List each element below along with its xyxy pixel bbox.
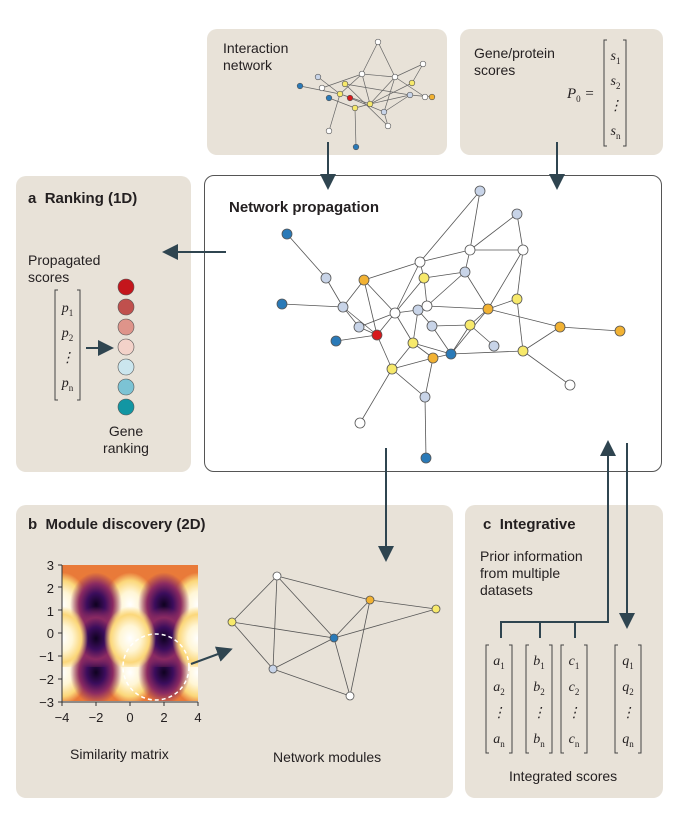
integrative-panel [465, 505, 663, 798]
vector-entry: a1 [493, 654, 505, 671]
vector-entry: ⋮ [532, 706, 546, 721]
ranking-title: a Ranking (1D) [28, 190, 138, 207]
heatmap-ytick-label: 0 [46, 626, 54, 642]
propagation-network-edges [281, 190, 621, 459]
vector-entry: an [493, 732, 505, 749]
gene-rank-circle [117, 298, 135, 316]
vector-brackets [54, 39, 642, 754]
interaction-network-graph [299, 41, 433, 148]
network-propagation-title: Network propagation [229, 199, 380, 216]
gene-rank-circle [117, 338, 135, 356]
vector-entry: cn [568, 732, 580, 749]
vector-entry: ⋮ [608, 99, 623, 114]
vector-entry: c2 [568, 680, 580, 697]
heatmap-ytick-label: −3 [39, 694, 54, 710]
vector-entry: ⋮ [492, 706, 506, 721]
heatmap-xtick-label: −4 [54, 710, 70, 725]
heatmap-xtick-label: 4 [194, 710, 202, 725]
heatmap-xtick-label: −2 [88, 710, 104, 725]
similarity-heatmap [62, 565, 198, 701]
heatmap-ytick-label: −1 [39, 649, 54, 665]
vector-entry: qn [622, 732, 634, 749]
vector-entry: sn [610, 124, 621, 141]
heatmap-ytick-label: 2 [46, 580, 54, 596]
heatmap-ytick-label: 3 [46, 558, 54, 573]
network-modules-label: Network modules [273, 749, 382, 765]
heatmap-axes [58, 564, 199, 706]
vector-entry: pn [61, 376, 74, 393]
ranking-panel [16, 176, 191, 472]
gene-rank-circle [117, 398, 135, 416]
vector-entry: ⋮ [60, 351, 75, 366]
module-highlight-circle [122, 633, 190, 701]
interaction-network-nodes [296, 38, 436, 151]
vector-entry: ⋮ [567, 706, 581, 721]
gene-scores-panel [460, 29, 663, 155]
flow-arrows [86, 142, 635, 665]
vector-entry: p2 [61, 326, 74, 343]
gene-rank-circle [117, 358, 135, 376]
p0-equation: P0 = [567, 86, 595, 104]
module-discovery-title: b Module discovery (2D) [28, 516, 206, 533]
module-network-edges [231, 575, 437, 697]
heatmap-ytick-label: −2 [39, 672, 54, 687]
heatmap-xtick-label: 2 [160, 710, 168, 725]
integrated-scores-label: Integrated scores [509, 768, 618, 784]
heatmap-xtick-label: 0 [126, 710, 134, 725]
vector-entry: a2 [493, 680, 505, 697]
gene-rank-circle [117, 278, 135, 296]
similarity-matrix-label: Similarity matrix [70, 746, 169, 762]
heatmap-ytick-label: 1 [46, 603, 54, 619]
gene-rank-circle [117, 318, 135, 336]
gene-rank-circle [117, 378, 135, 396]
vector-entry: q2 [622, 680, 634, 697]
vector-entry: ⋮ [621, 706, 635, 721]
vector-entry: s2 [610, 74, 621, 91]
propagation-network-nodes [276, 185, 626, 464]
vector-entry: b1 [533, 654, 545, 671]
vector-entry: b2 [533, 680, 545, 697]
vector-entry: c1 [568, 654, 580, 671]
module-network-nodes [227, 571, 441, 701]
integrative-title: c Integrative [483, 516, 576, 533]
vector-entry: q1 [622, 654, 634, 671]
vector-entry: p1 [61, 301, 74, 318]
gene-ranking-circles [117, 278, 135, 416]
vector-entry: s1 [610, 49, 621, 66]
vector-entry: bn [533, 732, 545, 749]
interaction-network-panel [207, 29, 447, 155]
